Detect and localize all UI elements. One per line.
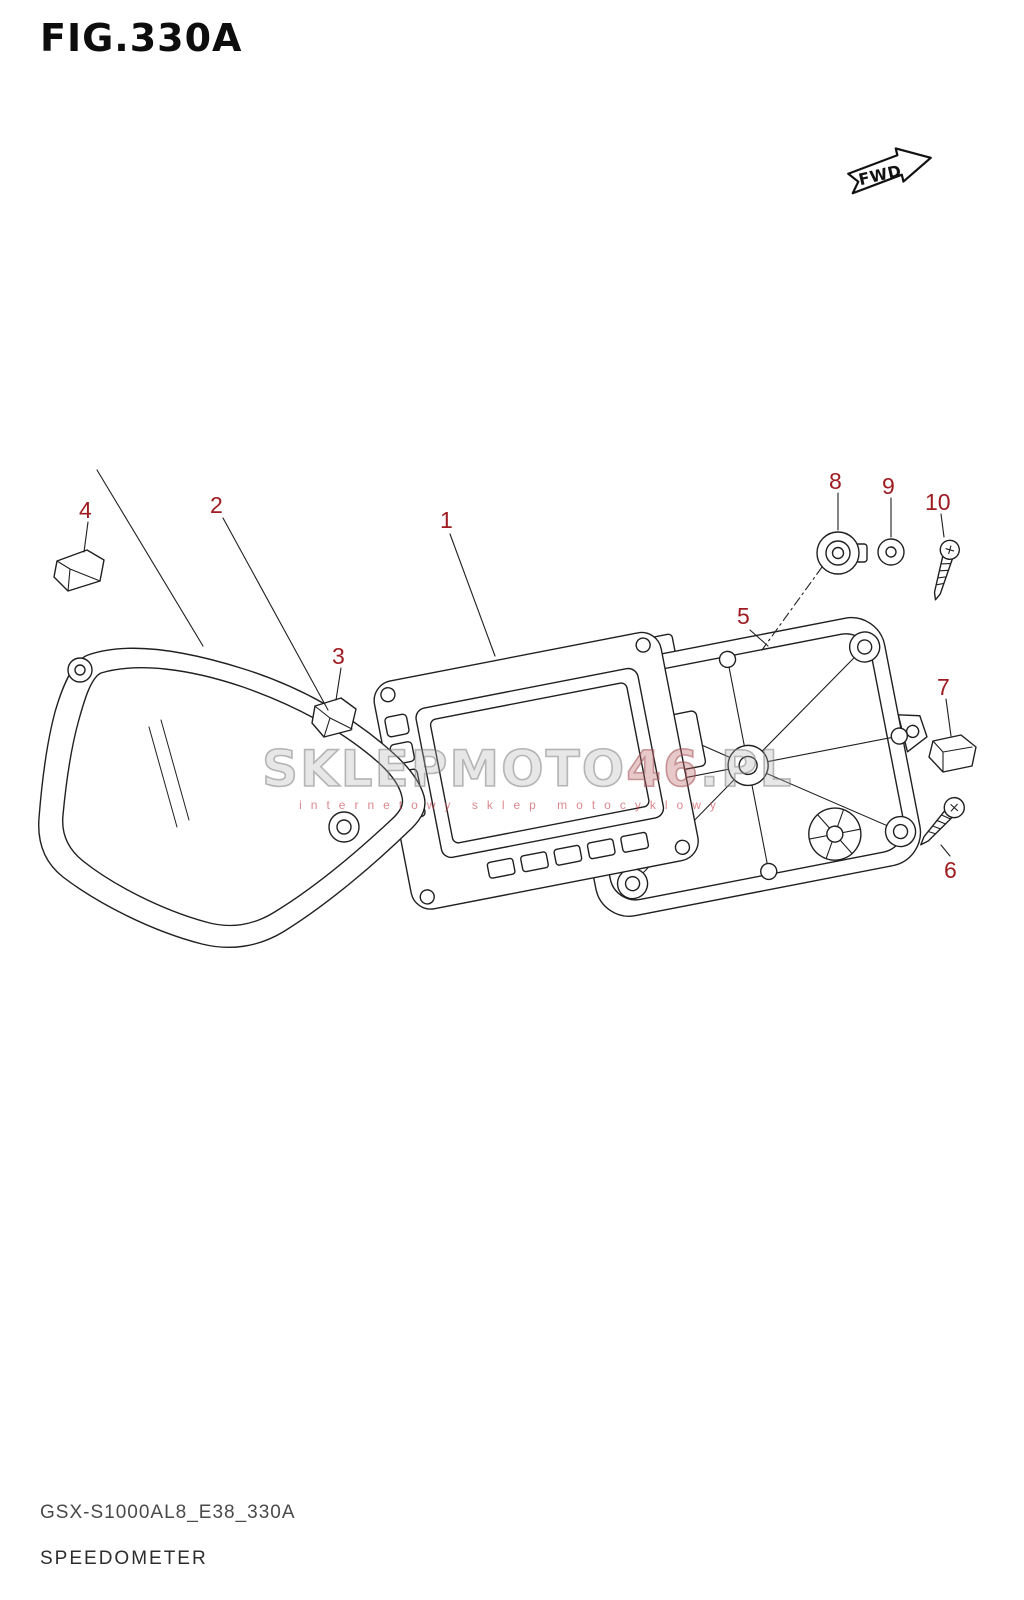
- callout-8: 8: [829, 468, 842, 494]
- callout-4: 4: [79, 497, 92, 523]
- cushion-part-3: [311, 697, 357, 738]
- leader-lines: [83, 469, 952, 857]
- cushion-part-7: [928, 734, 977, 773]
- grommet-part-8: [816, 531, 868, 575]
- washer-part-9: [877, 538, 905, 566]
- callout-2: 2: [210, 492, 223, 518]
- callout-6: 6: [944, 857, 957, 883]
- screw-part-10: [933, 539, 960, 601]
- fwd-label: FWD: [857, 161, 904, 189]
- callout-7: 7: [937, 674, 950, 700]
- cap-part-4: [53, 549, 105, 592]
- meter-cover: [38, 647, 426, 949]
- screw-part-6: [920, 796, 965, 846]
- figure-code: GSX-S1000AL8_E38_330A: [40, 1502, 296, 1523]
- fwd-arrow-icon: FWD: [847, 147, 932, 195]
- callout-1: 1: [440, 507, 453, 533]
- callout-3: 3: [332, 643, 345, 669]
- figure-title: FIG.330A: [40, 16, 243, 60]
- callout-9: 9: [882, 473, 895, 499]
- speedometer-unit: [373, 631, 707, 910]
- callout-10: 10: [925, 489, 951, 515]
- callout-5: 5: [737, 603, 750, 629]
- figure-name-label: SPEEDOMETER: [40, 1548, 208, 1569]
